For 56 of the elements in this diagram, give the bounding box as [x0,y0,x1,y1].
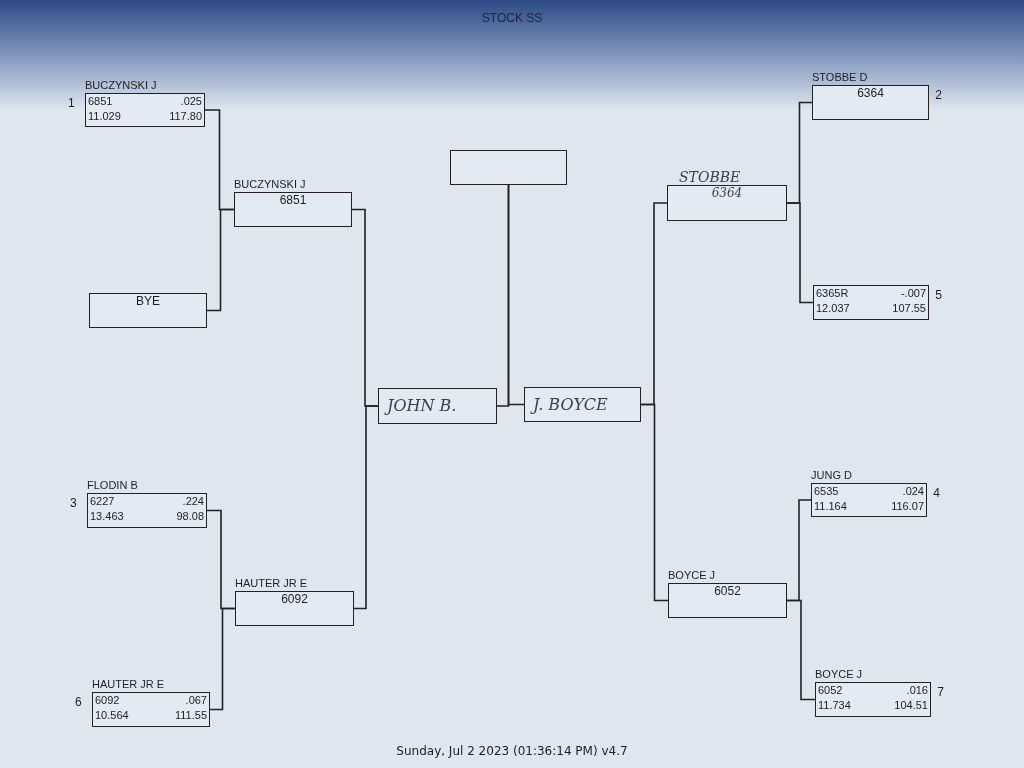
racer-name: BUCZYNSKI J [85,79,157,91]
car-number: 6052 [714,584,741,599]
seed-number: 6 [75,694,82,711]
seed-number: 3 [70,495,77,512]
print-timestamp: Sunday, Jul 2 2023 (01:36:14 PM) v4.7 [396,743,628,760]
reaction-time: .016 [905,683,928,698]
reaction-time: .025 [179,94,202,109]
bracket-line [786,202,814,304]
racer-name: BOYCE J [668,569,716,581]
bracket-line [209,607,236,711]
elapsed-time: 11.029 [88,109,122,124]
reaction-time: .224 [181,494,204,509]
speed: 104.51 [893,698,928,713]
car-number: 6364 [711,186,743,201]
bracket-line [786,599,816,701]
racer-name: BUCZYNSKI J [234,178,306,190]
car-number: 6365R [816,286,850,301]
bracket-line [640,403,669,602]
speed: 117.80 [168,109,202,124]
car-number: 6052 [818,683,844,698]
car-number: 6364 [857,86,884,101]
car-number: 6227 [90,494,116,509]
car-number: 6092 [281,592,308,607]
speed: 116.07 [890,499,924,514]
car-number: 6535 [814,484,840,499]
racer-name: JUNG D [811,469,852,481]
racer-name: FLODIN B [87,479,138,491]
bracket-line [206,208,235,312]
bracket-line [507,184,525,406]
reaction-time: .067 [184,693,207,708]
elapsed-time: 11.164 [814,499,848,514]
entry-text: BYE [136,294,160,310]
car-number: 6851 [88,94,114,109]
seed-number: 4 [933,485,940,502]
elapsed-time: 10.564 [95,708,130,723]
seed-number: 7 [937,684,944,701]
racer-name: HAUTER JR E [235,577,308,589]
title: STOCK SS [481,10,543,27]
seed-number: 1 [68,95,75,112]
elapsed-time: 11.734 [818,698,852,713]
racer-name: STOBBE D [812,71,868,83]
speed: 111.55 [174,708,207,723]
speed: 107.55 [891,301,926,316]
car-number: 6851 [279,193,307,208]
car-number: 6092 [95,693,121,708]
speed: 98.08 [175,509,204,524]
elapsed-time: 12.037 [816,301,851,316]
seed-number: 2 [935,87,942,104]
handwritten-name: STOBBE [679,169,741,185]
racer-name: HAUTER JR E [92,678,165,690]
reaction-time: .024 [901,484,924,499]
bracket-line [353,405,379,610]
elapsed-time: 13.463 [90,509,125,524]
reaction-time: -.007 [899,286,926,301]
seed-number: 5 [935,287,942,304]
racer-name: BOYCE J [815,668,863,680]
